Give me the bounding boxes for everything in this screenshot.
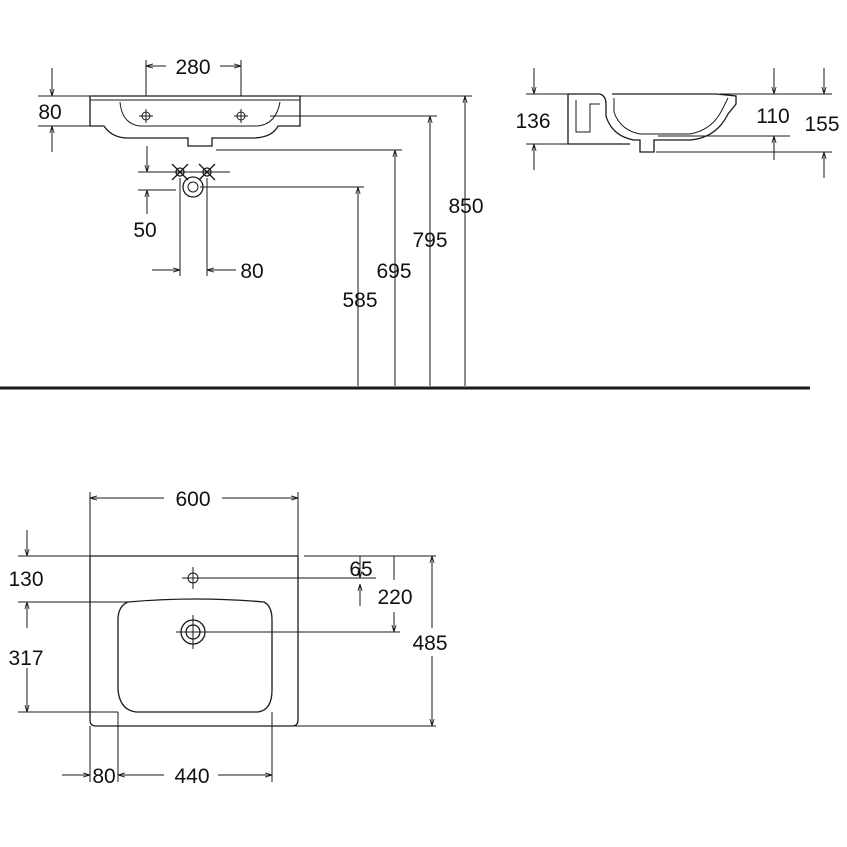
dim-plan-485: 485 [412, 632, 447, 655]
dim-side-155: 155 [804, 113, 839, 136]
dim-side-110: 110 [756, 105, 789, 128]
dim-plan-width: 600 [175, 488, 210, 511]
dim-plan-65: 65 [349, 558, 372, 581]
dim-plan-220: 220 [377, 586, 412, 609]
dim-height-795: 795 [412, 229, 447, 252]
supply-valve-right [198, 163, 216, 181]
plan-view: 600 130 317 65 220 485 80 440 [8, 488, 447, 788]
dim-drain-offset: 80 [240, 260, 263, 283]
bowl-plan-outline [117, 598, 273, 713]
dim-height-585: 585 [342, 289, 377, 312]
tap-hole-mark-left [139, 109, 153, 123]
front-view: 280 80 50 80 [38, 56, 484, 386]
dim-rim-height: 80 [38, 101, 61, 124]
basin-wall-section [575, 100, 600, 133]
dim-plan-130: 130 [8, 568, 43, 591]
dim-plan-317: 317 [8, 647, 43, 670]
supply-valve-left [171, 163, 189, 181]
dim-tap-spacing: 280 [175, 56, 210, 79]
basin-front-outline [89, 95, 301, 147]
basin-side-outline [568, 93, 737, 153]
side-section-view: 136 110 155 [515, 68, 840, 178]
dim-plan-80: 80 [92, 765, 115, 788]
dim-side-136: 136 [515, 110, 550, 133]
tap-hole-plan [182, 567, 204, 589]
dim-plan-440: 440 [174, 765, 209, 788]
tap-hole-mark-right [234, 109, 248, 123]
bowl-inner-line [119, 101, 281, 127]
drain-plan [176, 615, 210, 649]
dim-height-695: 695 [376, 260, 411, 283]
bowl-section-line [613, 97, 729, 135]
dim-tap-offset: 50 [133, 219, 156, 242]
basin-side-back [567, 94, 630, 145]
dim-height-850: 850 [448, 195, 483, 218]
